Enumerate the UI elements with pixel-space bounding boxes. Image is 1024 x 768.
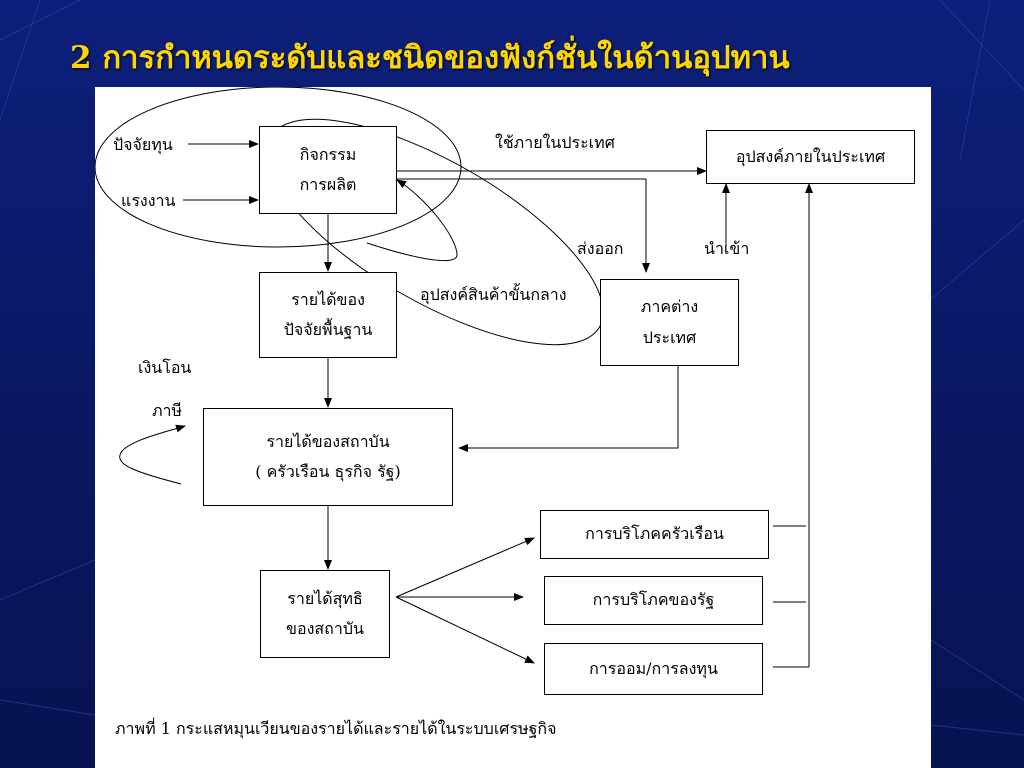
institution-income-line2: ( ครัวเรือน ธุรกิจ รัฐ) xyxy=(255,462,401,481)
export-arrow xyxy=(396,178,650,273)
factor-income-line1: รายได้ของ xyxy=(291,289,365,309)
transfer-label: เงินโอน xyxy=(138,358,192,377)
domestic-demand-text: อุปสงค์ภายในประเทศ xyxy=(735,146,886,166)
foreign-box: ภาคต่าง ประเทศ xyxy=(600,279,739,366)
capital-label: ปัจจัยทุน xyxy=(113,135,173,154)
net-to-household-arrow xyxy=(395,537,535,598)
diagram-canvas: ปัจจัยทุน แรงงาน ใช้ภายในประเทศ ส่งออก น… xyxy=(95,87,931,768)
government-consumption-text: การบริโภคของรัฐ xyxy=(592,590,715,610)
net-income-line1: รายได้สุทธิ xyxy=(287,588,363,608)
export-label: ส่งออก xyxy=(577,239,624,258)
import-label: นำเข้า xyxy=(704,239,750,258)
intermediate-demand-loop xyxy=(366,179,458,262)
labor-label: แรงงาน xyxy=(121,191,176,210)
production-line1: กิจกรรม xyxy=(299,144,357,164)
factor-income-line2: ปัจจัยพื้นฐาน xyxy=(283,320,373,339)
saving-investment-box: การออม/การลงทุน xyxy=(544,643,763,695)
intermediate-demand-label: อุปสงค์สินค้าขั้นกลาง xyxy=(420,285,567,304)
transfer-tax-loop xyxy=(119,424,186,485)
foreign-line2: ประเทศ xyxy=(642,327,697,347)
production-factors-ellipse xyxy=(95,87,462,248)
production-line2: การผลิต xyxy=(299,175,357,194)
institution-income-line1: รายได้ของสถาบัน xyxy=(266,431,390,451)
foreign-line1: ภาคต่าง xyxy=(640,297,699,317)
production-box: กิจกรรม การผลิต xyxy=(259,126,397,214)
net-income-box: รายได้สุทธิ ของสถาบัน xyxy=(260,570,390,658)
net-to-saving-arrow xyxy=(395,596,535,664)
institution-income-box: รายได้ของสถาบัน ( ครัวเรือน ธุรกิจ รัฐ) xyxy=(203,408,453,506)
government-consumption-box: การบริโภคของรัฐ xyxy=(544,576,763,625)
slide-title: 2 การกำหนดระดับและชนิดของฟังก์ชั่นในด้าน… xyxy=(70,40,790,76)
diagram-connectors xyxy=(95,87,813,668)
household-consumption-text: การบริโภคครัวเรือน xyxy=(585,524,724,544)
household-consumption-box: การบริโภคครัวเรือน xyxy=(540,510,769,559)
saving-investment-text: การออม/การลงทุน xyxy=(589,658,718,678)
net-income-line2: ของสถาบัน xyxy=(286,619,364,638)
tax-label: ภาษี xyxy=(152,401,183,420)
domestic-demand-box: อุปสงค์ภายในประเทศ xyxy=(706,130,915,184)
foreign-to-institution-arrow xyxy=(458,365,679,452)
figure-caption: ภาพที่ 1 กระแสหมุนเวียนของรายได้และรายได… xyxy=(115,719,557,738)
factor-income-box: รายได้ของ ปัจจัยพื้นฐาน xyxy=(259,272,397,358)
domestic-use-label: ใช้ภายในประเทศ xyxy=(495,133,615,152)
